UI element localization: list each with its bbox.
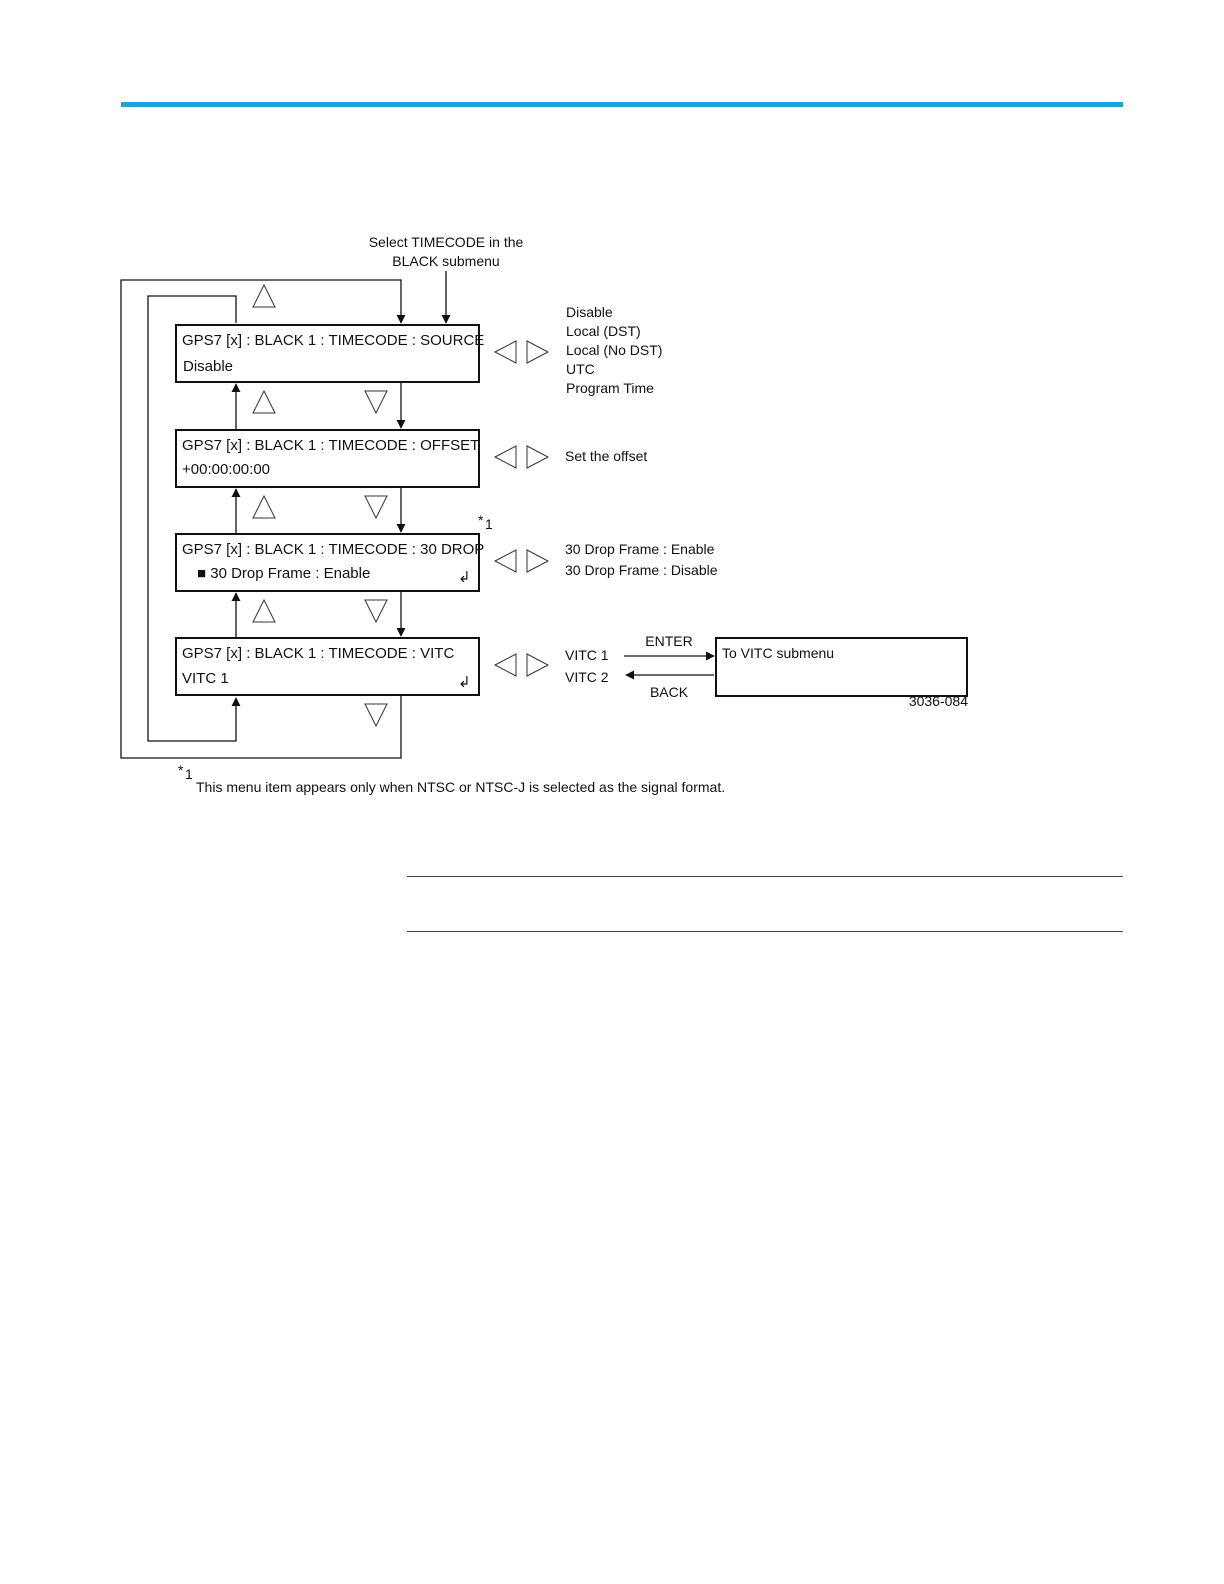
right-triangle-icon: [526, 445, 550, 469]
entry-label-line2: BLACK submenu: [392, 253, 499, 269]
menu-box-drop[interactable]: [175, 533, 480, 592]
source-option: Local (DST): [566, 323, 641, 339]
up-triangle-icon: [252, 494, 276, 519]
up-triangle-icon: [252, 389, 276, 414]
source-option: UTC: [566, 361, 595, 377]
up-triangle-icon: [252, 283, 276, 308]
enter-icon: ↲: [458, 569, 471, 586]
back-label: BACK: [650, 684, 689, 700]
outer-loop-line: [120, 279, 406, 759]
header-accent-rule: [121, 102, 1123, 107]
menu-value-source: Disable: [183, 358, 233, 375]
note-rule-top: [407, 876, 1123, 877]
menu-box-vitc[interactable]: [175, 637, 480, 696]
menu-title-vitc: GPS7 [x] : BLACK 1 : TIMECODE : VITC: [182, 645, 454, 662]
figure-id: 3036-084: [909, 693, 968, 709]
left-triangle-icon: [493, 653, 517, 677]
source-option: Local (No DST): [566, 342, 662, 358]
enter-label: ENTER: [645, 633, 692, 649]
offset-option: Set the offset: [565, 448, 647, 464]
enter-icon: ↲: [458, 674, 471, 691]
down-triangle-icon: [364, 495, 388, 520]
entry-label-line1: Select TIMECODE in the: [369, 234, 524, 250]
vitc-submenu-label: To VITC submenu: [722, 645, 834, 661]
source-option: Disable: [566, 304, 613, 320]
menu-value-offset: +00:00:00:00: [182, 461, 270, 478]
menu-title-offset: GPS7 [x] : BLACK 1 : TIMECODE : OFFSET: [182, 437, 479, 454]
vitc-submenu-box[interactable]: [715, 637, 968, 697]
inner-loop-line: [147, 295, 241, 742]
left-triangle-icon: [493, 549, 517, 573]
menu-title-source: GPS7 [x] : BLACK 1 : TIMECODE : SOURCE: [182, 332, 484, 349]
down-triangle-icon: [364, 599, 388, 624]
footnote-marker-star: *: [478, 512, 484, 528]
up-triangle-icon: [252, 598, 276, 623]
footnote-marker-number: 1: [485, 516, 493, 532]
vitc-option: VITC 1: [565, 647, 609, 663]
footnote-number: 1: [185, 766, 193, 782]
right-triangle-icon: [526, 340, 550, 364]
right-triangle-icon: [526, 549, 550, 573]
footnote-star: *: [178, 762, 184, 778]
menu-value-drop: ■ 30 Drop Frame : Enable: [197, 565, 370, 582]
left-triangle-icon: [493, 445, 517, 469]
drop-option: 30 Drop Frame : Enable: [565, 541, 715, 557]
footnote-text: This menu item appears only when NTSC or…: [196, 779, 725, 795]
menu-value-vitc: VITC 1: [182, 670, 229, 687]
note-rule-bottom: [407, 931, 1123, 932]
source-option: Program Time: [566, 380, 654, 396]
menu-box-offset[interactable]: [175, 429, 480, 488]
right-triangle-icon: [526, 653, 550, 677]
menu-box-source[interactable]: [175, 324, 480, 383]
drop-option: 30 Drop Frame : Disable: [565, 562, 718, 578]
left-triangle-icon: [493, 340, 517, 364]
down-triangle-icon: [364, 703, 388, 728]
down-triangle-icon: [364, 390, 388, 415]
vitc-option: VITC 2: [565, 669, 609, 685]
menu-title-drop: GPS7 [x] : BLACK 1 : TIMECODE : 30 DROP: [182, 541, 484, 558]
